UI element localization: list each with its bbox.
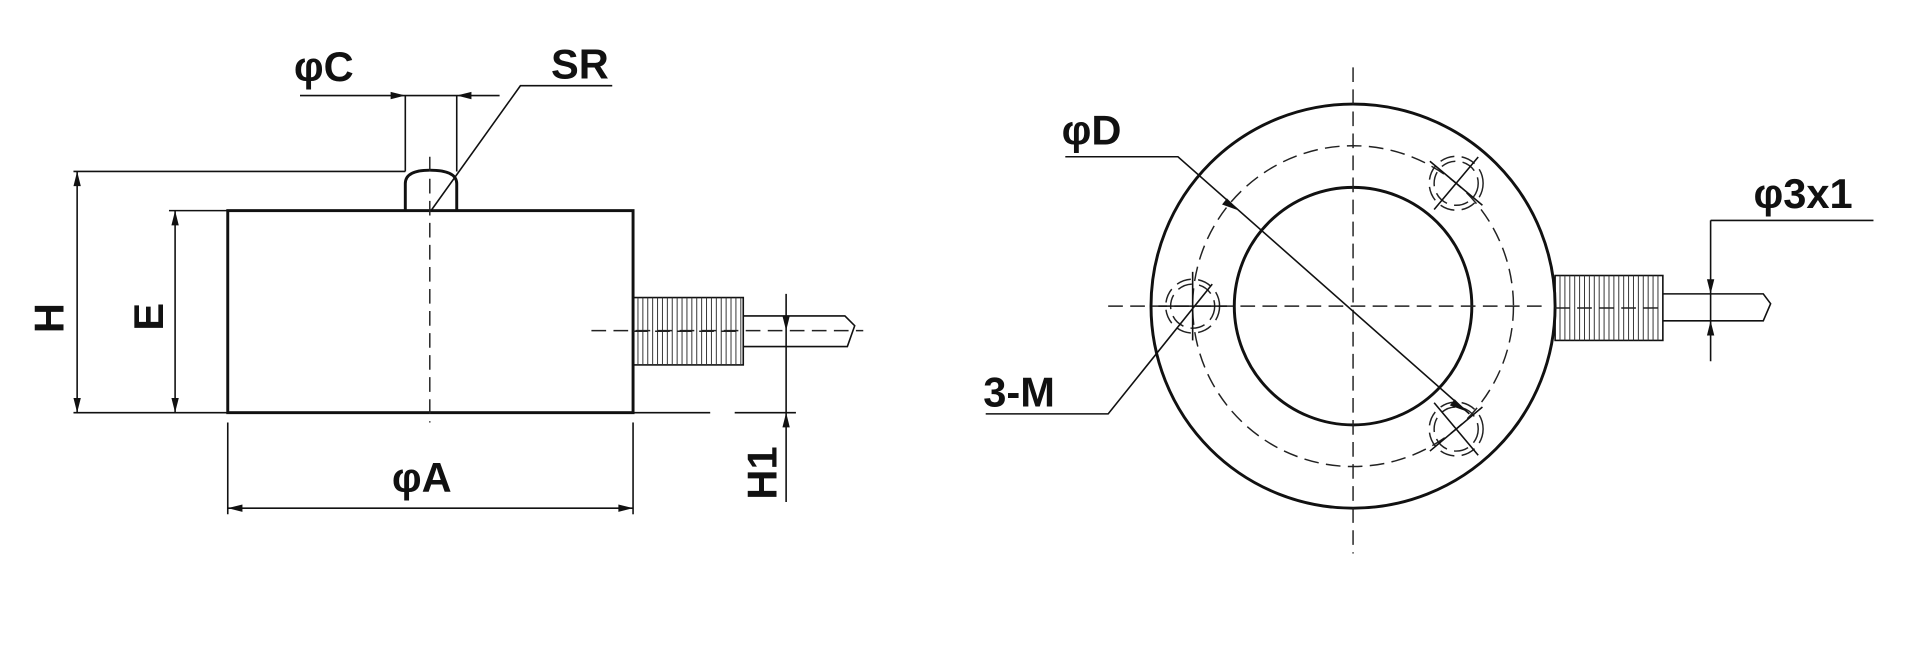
cable-connector-top bbox=[1554, 274, 1772, 342]
label-h1: H1 bbox=[738, 446, 785, 499]
label-phi-a: φA bbox=[392, 454, 452, 501]
thread-hatching bbox=[1555, 275, 1663, 341]
label-cable: φ3x1 bbox=[1753, 170, 1852, 217]
cable-connector bbox=[591, 296, 864, 366]
label-h: H bbox=[26, 303, 73, 333]
thread-hatching bbox=[633, 297, 744, 365]
dimension-sr: SR bbox=[430, 40, 613, 212]
dimension-e: E bbox=[125, 209, 228, 413]
dimension-3-m: 3-M bbox=[983, 283, 1213, 416]
mounting-hole bbox=[1428, 401, 1484, 457]
dimension-cable: φ3x1 bbox=[1706, 170, 1874, 362]
dimension-phi-a: φA bbox=[226, 422, 634, 515]
top-view: φD 3-M φ3x1 bbox=[983, 67, 1874, 554]
label-sr: SR bbox=[551, 40, 609, 87]
mounting-hole bbox=[1428, 155, 1484, 211]
dimension-phi-c: φC bbox=[294, 43, 500, 172]
label-phi-d: φD bbox=[1062, 106, 1122, 153]
label-e: E bbox=[125, 303, 172, 331]
dimension-h: H bbox=[26, 170, 406, 414]
mounting-holes bbox=[1158, 155, 1484, 457]
label-3-m: 3-M bbox=[983, 369, 1055, 416]
dimension-h1: H1 bbox=[738, 293, 790, 503]
label-phi-c: φC bbox=[294, 43, 354, 90]
load-button-sr bbox=[403, 168, 459, 211]
dimension-phi-d: φD bbox=[1062, 106, 1470, 415]
mounting-hole bbox=[1158, 271, 1227, 341]
side-view: φC SR H E bbox=[26, 40, 864, 515]
